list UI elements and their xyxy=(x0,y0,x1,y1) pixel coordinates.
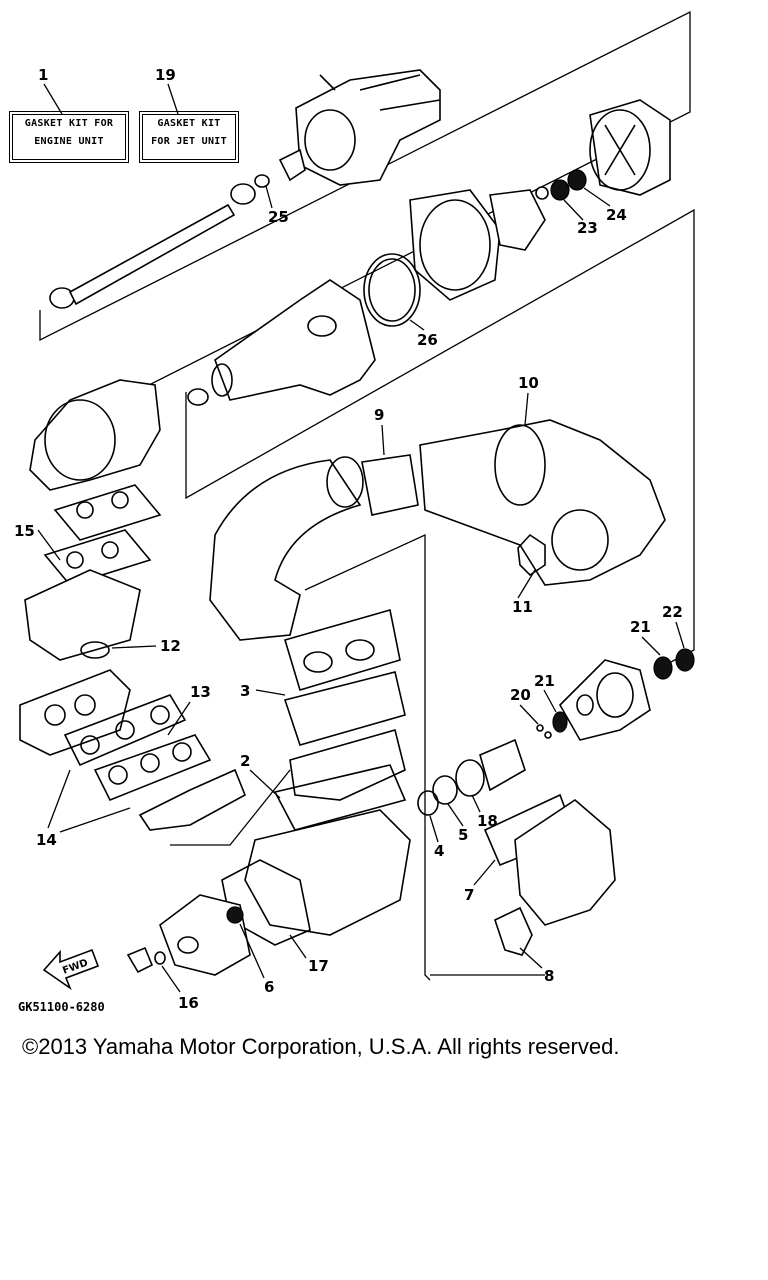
callout-9: 9 xyxy=(374,406,384,424)
gasket-9 xyxy=(361,454,419,516)
callout-5: 5 xyxy=(458,826,468,844)
callout-4: 4 xyxy=(434,842,444,860)
callout-22: 22 xyxy=(662,603,683,621)
callout-labels: 25 23 24 26 10 9 15 11 12 21 22 13 3 xyxy=(14,185,685,1012)
impeller-housing xyxy=(409,189,546,301)
callout-2: 2 xyxy=(240,752,250,770)
jet-intake-housing xyxy=(278,69,441,186)
callout-25: 25 xyxy=(268,208,289,226)
gasket-15-stack xyxy=(43,484,162,586)
callout-21-lower: 21 xyxy=(534,672,555,690)
intake-duct xyxy=(187,279,376,406)
seal-4-5-18 xyxy=(417,738,526,816)
callout-6: 6 xyxy=(264,978,274,996)
callout-8: 8 xyxy=(544,967,554,985)
part-16 xyxy=(126,946,166,974)
callout-3: 3 xyxy=(240,682,250,700)
leader-19 xyxy=(167,83,179,115)
bearing-23-24 xyxy=(535,169,587,201)
magneto-cover xyxy=(159,859,311,976)
o-ring-26 xyxy=(363,253,421,327)
callout-13: 13 xyxy=(190,683,211,701)
bearing-20-21-22 xyxy=(536,648,695,739)
callout-14: 14 xyxy=(36,831,57,849)
exhaust-pipe xyxy=(209,456,364,641)
callout-12: 12 xyxy=(160,637,181,655)
callout-23: 23 xyxy=(577,219,598,237)
exhaust-manifold-right xyxy=(483,793,616,926)
crank-group-line xyxy=(170,769,291,846)
drive-shaft xyxy=(49,174,270,309)
callout-19: 19 xyxy=(155,66,176,84)
jet-nozzle xyxy=(589,99,671,196)
coupling-housing xyxy=(559,659,651,741)
engine-group-boundary xyxy=(304,533,431,981)
fwd-arrow-icon: FWD xyxy=(42,948,100,991)
callout-20: 20 xyxy=(510,686,531,704)
copyright-notice: ©2013 Yamaha Motor Corporation, U.S.A. A… xyxy=(22,1034,620,1059)
kit-engine-line2: ENGINE UNIT xyxy=(34,136,104,147)
exploded-parts-diagram: GASKET KIT FOR ENGINE UNIT GASKET KIT FO… xyxy=(9,10,695,1014)
kit-jet-line2: FOR JET UNIT xyxy=(151,136,227,147)
callout-10: 10 xyxy=(518,374,539,392)
water-box xyxy=(419,419,666,586)
callout-11: 11 xyxy=(512,598,533,616)
exhaust-chamber xyxy=(29,379,161,491)
exhaust-manifold xyxy=(24,569,141,661)
callout-16: 16 xyxy=(178,994,199,1012)
leader-1 xyxy=(43,83,63,115)
kit-box-engine-unit: GASKET KIT FOR ENGINE UNIT xyxy=(9,111,129,163)
gasket-13-14 xyxy=(63,694,247,831)
crankcase xyxy=(244,809,411,936)
cylinder-head xyxy=(283,608,406,801)
gasket-8 xyxy=(494,906,533,956)
manifold-plate xyxy=(19,669,131,756)
callout-1: 1 xyxy=(38,66,48,84)
kit-box-jet-unit: GASKET KIT FOR JET UNIT xyxy=(139,111,239,163)
callout-7: 7 xyxy=(464,886,474,904)
callout-21-upper: 21 xyxy=(630,618,651,636)
callout-18: 18 xyxy=(477,812,498,830)
callout-26: 26 xyxy=(417,331,438,349)
kit-engine-line1: GASKET KIT FOR xyxy=(24,118,114,129)
callout-17: 17 xyxy=(308,957,329,975)
gasket-2 xyxy=(273,764,407,831)
callout-15: 15 xyxy=(14,522,35,540)
kit-jet-line1: GASKET KIT xyxy=(157,118,221,129)
callout-24: 24 xyxy=(606,206,627,224)
drawing-code: GK51100-6280 xyxy=(18,1000,105,1014)
parts-drawing: 1 19 xyxy=(14,10,695,1012)
